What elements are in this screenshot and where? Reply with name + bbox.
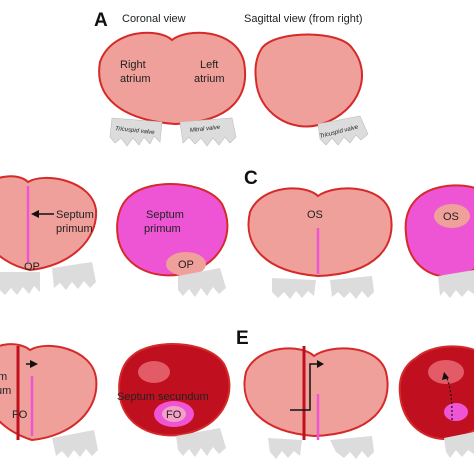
coronal-heart-b: Septum primum OP xyxy=(0,175,98,295)
fo-label-a: FO xyxy=(12,409,28,421)
panel-label-c: C xyxy=(244,168,258,189)
tricuspid-valve: Tricuspid valve xyxy=(109,117,163,147)
septum-primum-label-4: primum xyxy=(144,223,181,235)
left-atrium-label-2: atrium xyxy=(194,73,225,85)
dashed-flow-arrow xyxy=(445,375,453,421)
septum-primum-label-2: primum xyxy=(56,223,93,235)
coronal-heart-c: OS xyxy=(247,187,393,299)
partial-label-1: m xyxy=(0,371,7,383)
mitral-valve-label: Mitral valve xyxy=(190,125,221,134)
panel-label-a: A xyxy=(94,10,108,31)
arrow-head-icon xyxy=(31,210,39,218)
coronal-heart-flow xyxy=(243,346,389,459)
coronal-heart-a: Right atrium Left atrium xyxy=(98,31,246,126)
os-label-c: OS xyxy=(307,209,323,221)
flow-arrow xyxy=(290,363,320,411)
sagittal-view-label: Sagittal view (from right) xyxy=(244,13,363,25)
sagittal-heart-os: OS xyxy=(404,184,474,298)
right-atrium-label-1: Right xyxy=(120,59,146,71)
mitral-valve: Mitral valve xyxy=(179,117,237,147)
sagittal-heart-a: Tricuspid valve xyxy=(254,33,369,146)
left-atrium-label-1: Left xyxy=(200,59,218,71)
fo-label-b: FO xyxy=(166,409,182,421)
sagittal-septum-secundum: Septum secundum FO xyxy=(117,343,231,457)
panel-label-e: E xyxy=(236,328,249,349)
right-atrium-label-2: atrium xyxy=(120,73,151,85)
coronal-view-label: Coronal view xyxy=(122,13,186,25)
os-label-d: OS xyxy=(443,211,459,223)
sagittal-septum-primum: Septum primum OP xyxy=(116,183,229,297)
arrow-head-icon-e xyxy=(30,360,38,368)
septum-secundum-label: Septum secundum xyxy=(117,391,209,403)
sagittal-heart-dark xyxy=(398,345,474,458)
septum-primum-label-1: Septum xyxy=(56,209,94,221)
flow-arrow-head-icon xyxy=(317,360,324,368)
tricuspid-valve-label: Tricuspid valve xyxy=(115,126,156,136)
coronal-heart-fo: m um FO xyxy=(0,343,98,458)
op-label-c: OP xyxy=(178,259,194,271)
septum-primum-label-3: Septum xyxy=(146,209,184,221)
dashed-arrow-head-icon xyxy=(442,372,449,380)
partial-label-2: um xyxy=(0,385,11,397)
op-label-b: OP xyxy=(24,261,40,273)
